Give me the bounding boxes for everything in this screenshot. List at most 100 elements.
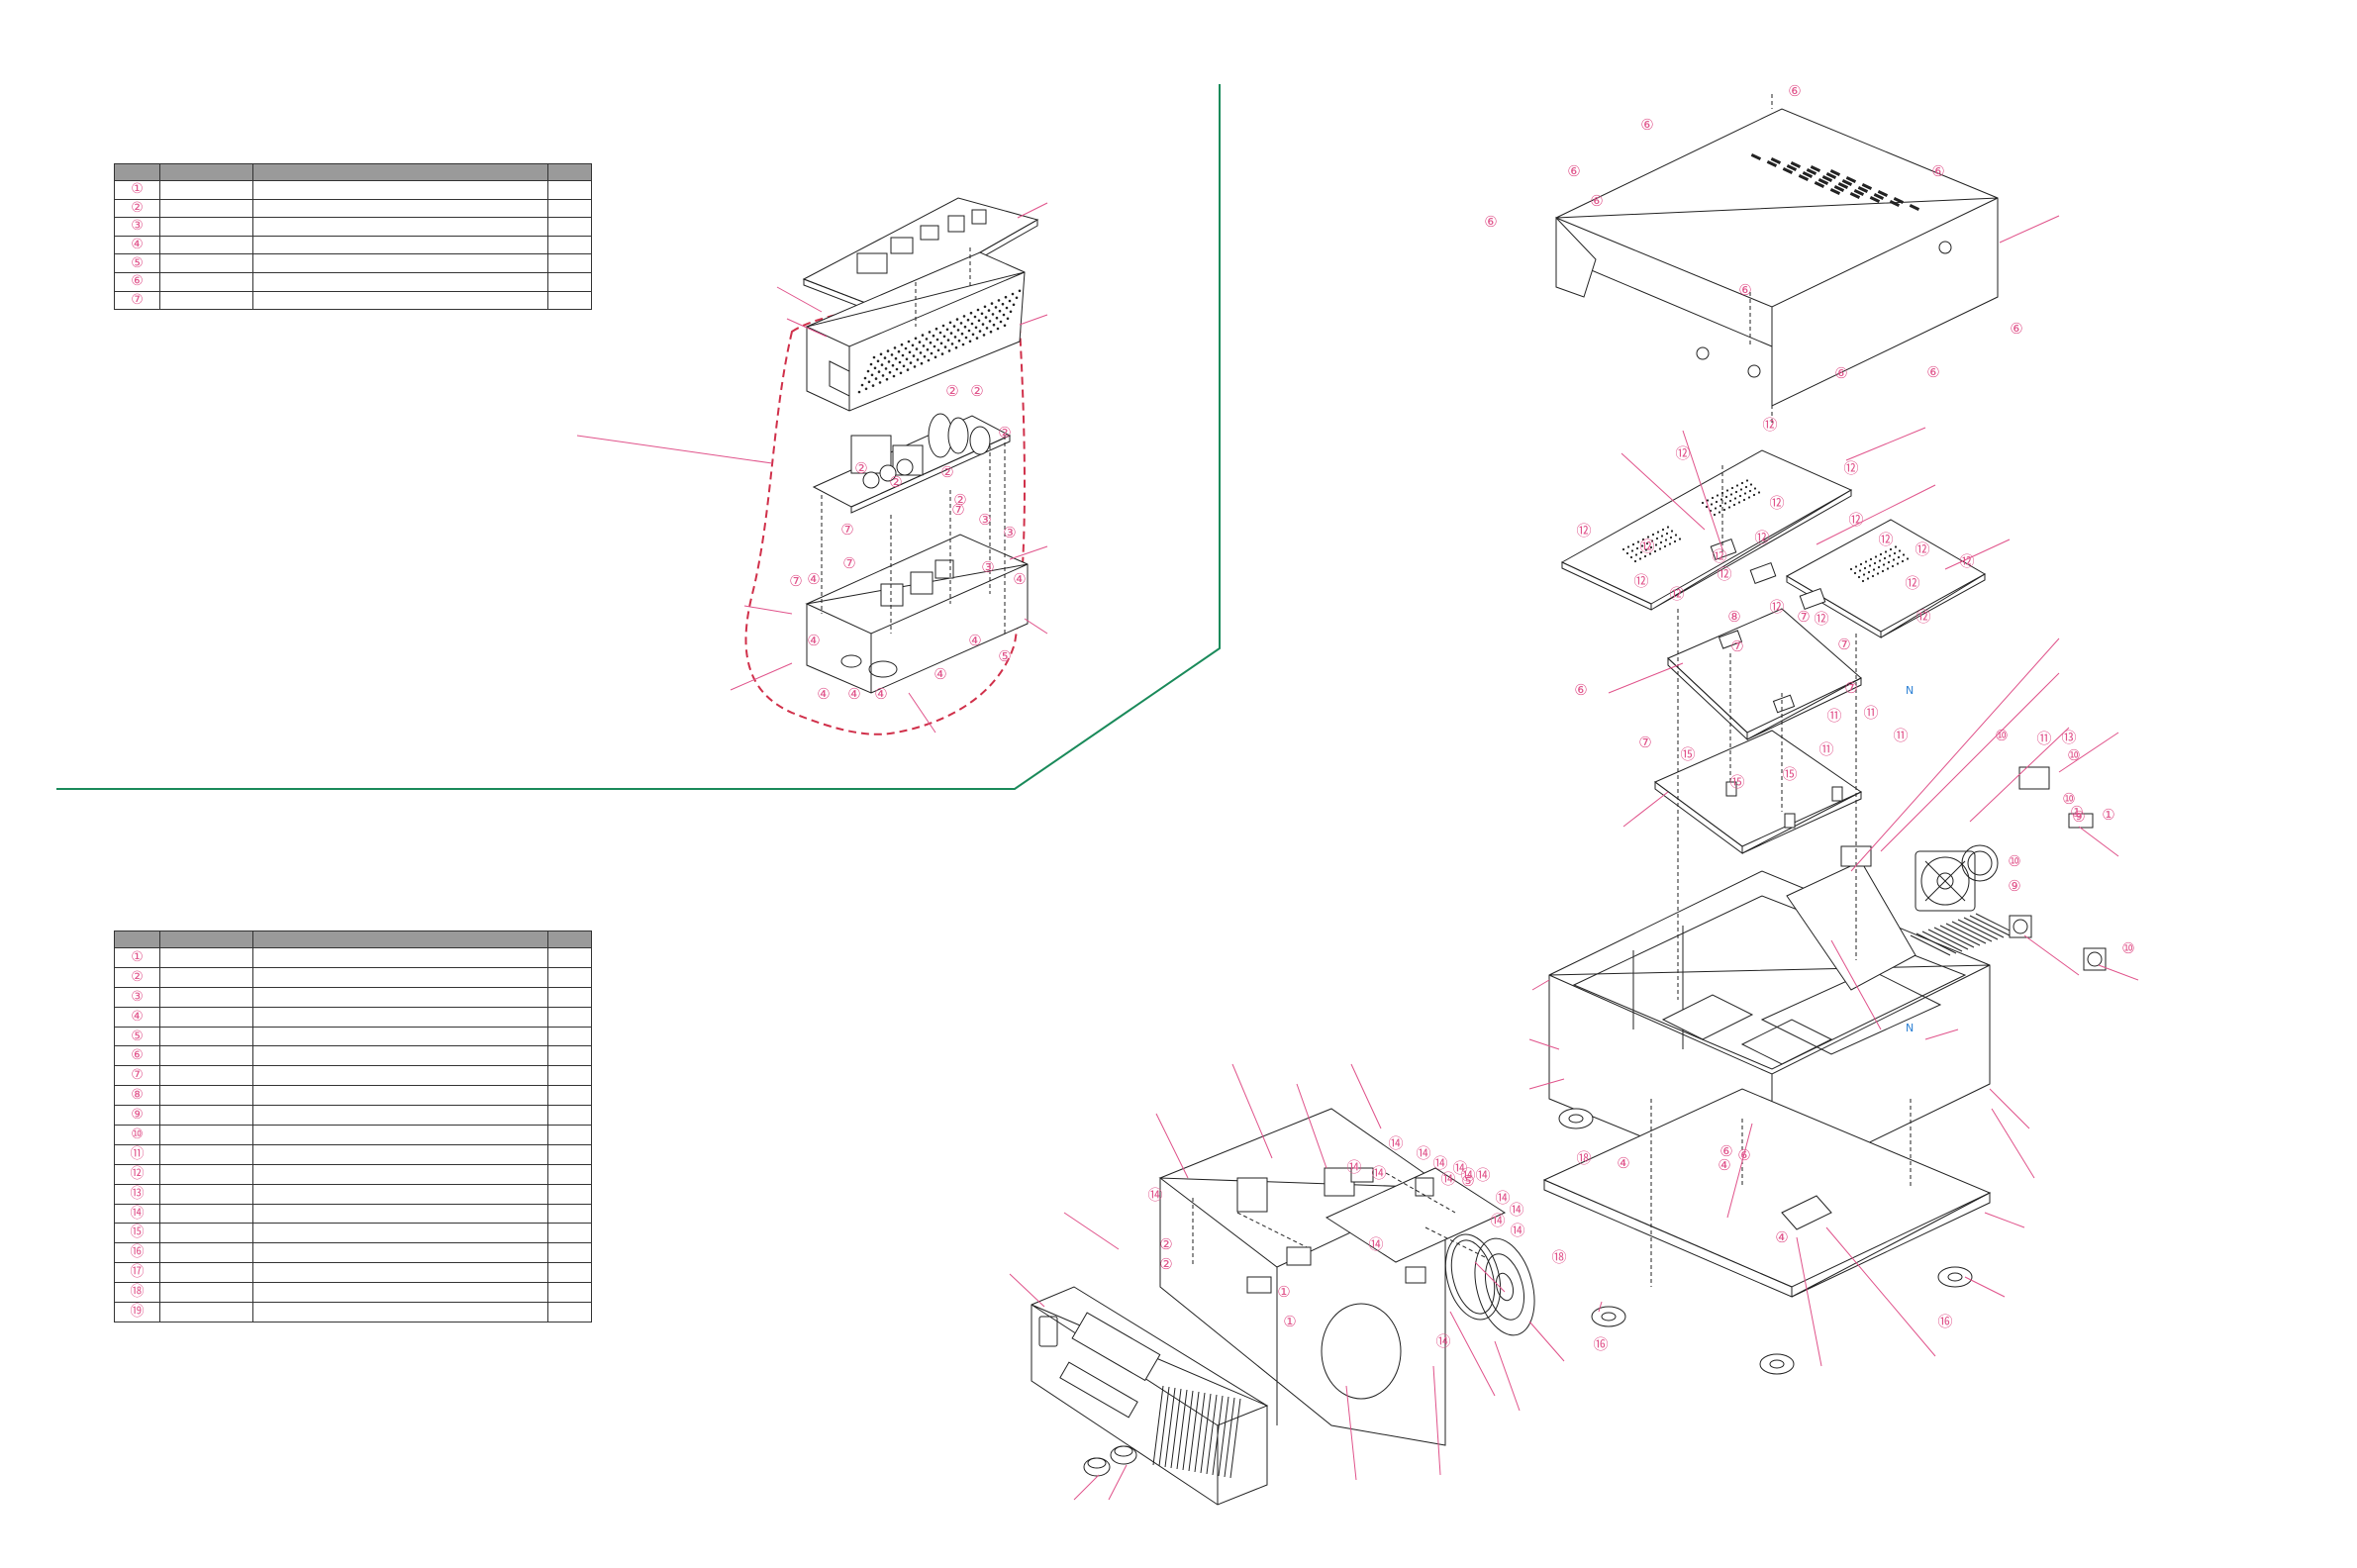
header-cell <box>252 163 548 181</box>
front-button <box>1038 1316 1058 1347</box>
callout-number: ⑥ <box>1926 363 1939 381</box>
callout-number: ⑫ <box>1639 538 1654 555</box>
control-knob <box>1110 1445 1137 1465</box>
callout-number: ③ <box>981 558 994 576</box>
callout-number: ⑭ <box>1490 1212 1505 1229</box>
callout-number: ⑬ <box>2061 729 2076 746</box>
rubber-foot <box>1759 1353 1795 1375</box>
callout-number: ② <box>889 473 902 491</box>
callout-number: ⑥ <box>1484 213 1497 231</box>
callout-number: ⑥ <box>1738 281 1751 299</box>
rubber-foot <box>1591 1306 1626 1327</box>
callout-number: ⑭ <box>1460 1166 1475 1184</box>
callout-number: ⑥ <box>2010 320 2022 338</box>
table-row: ⑥ <box>114 1045 592 1067</box>
header-cell <box>547 931 592 948</box>
callout-number: ⑥ <box>1590 192 1603 210</box>
callout-number: ⑮ <box>1782 765 1797 783</box>
ventilation-holes <box>857 289 1022 394</box>
callout-number: ⑭ <box>1475 1166 1490 1184</box>
ref-number: ⑤ <box>114 1026 160 1047</box>
fan-guard <box>1961 844 1999 882</box>
cover-vent-slots <box>1750 152 1920 211</box>
shield-vent-holes <box>1621 479 1910 583</box>
callout-number: ⑩ <box>2062 790 2075 808</box>
table-row: ④ <box>114 1006 592 1028</box>
callout-number: ⑭ <box>1435 1332 1450 1350</box>
callout-number: ⑪ <box>1826 707 1841 725</box>
callout-number: ⑤ <box>1461 1172 1474 1190</box>
callout-number: ② <box>970 382 983 400</box>
speaker-gasket <box>1444 1233 1502 1321</box>
power-supply-assembly <box>576 197 1048 735</box>
callout-number: ⑦ <box>789 572 802 590</box>
callout-number: ⑭ <box>1346 1158 1361 1176</box>
callout-number: ③ <box>978 511 991 529</box>
callout-number: ⑥ <box>1567 162 1580 180</box>
callout-number: ⑫ <box>1905 574 1919 592</box>
callout-number: ① <box>2102 806 2114 824</box>
rf-connector <box>2009 915 2032 938</box>
callout-number: ⑦ <box>1730 637 1743 655</box>
header-cell <box>547 163 592 181</box>
callout-number: ⑥ <box>1640 116 1653 134</box>
callout-number: ⑫ <box>1769 598 1784 616</box>
table-row: ② <box>114 966 592 988</box>
callout-number: ⑥ <box>1788 82 1801 100</box>
callout-number: ⑫ <box>1754 529 1769 546</box>
callout-number: ⑨ <box>2072 808 2085 826</box>
connector-bracket <box>1786 860 1916 991</box>
leader-line <box>576 435 773 464</box>
callout-number: ⑥ <box>1834 364 1847 382</box>
header-cell <box>159 163 253 181</box>
front-panel-assembly <box>1009 1063 1565 1506</box>
callout-number: ⑫ <box>1915 608 1930 626</box>
callout-number: ⑩ <box>2121 939 2134 957</box>
marker-n: N <box>1906 1022 1914 1034</box>
rubber-foot <box>1937 1266 1973 1288</box>
callout-number: ⑫ <box>1814 610 1828 628</box>
callout-number: ⑫ <box>1915 540 1929 558</box>
table-row: ⑤ <box>114 253 592 273</box>
callout-number: ⑭ <box>1495 1189 1510 1207</box>
callout-number: ⑩ <box>2008 852 2020 870</box>
callout-number: ⑫ <box>1762 416 1777 434</box>
parts-table-top-header <box>114 163 592 181</box>
callout-number: ⑦ <box>1837 636 1850 653</box>
callout-number: ② <box>945 382 958 400</box>
callout-number: ③ <box>1003 524 1016 541</box>
callout-number: ④ <box>933 665 946 683</box>
callout-number: ⑫ <box>1848 511 1863 529</box>
callout-number: ② <box>854 459 867 477</box>
callout-number: ⑮ <box>1680 745 1695 763</box>
callout-number: ⑨ <box>2008 877 2020 895</box>
callout-number: ⑫ <box>1843 459 1858 477</box>
callout-number: ② <box>1159 1235 1172 1253</box>
callout-number: ④ <box>807 570 820 588</box>
callout-number: ⑥ <box>1931 162 1944 180</box>
callout-number: ⑱ <box>1551 1248 1566 1266</box>
callout-number: ④ <box>968 632 981 649</box>
transformer <box>850 435 892 474</box>
table-row: ⑲ <box>114 1302 592 1323</box>
relay <box>856 252 888 274</box>
callout-number: ⑫ <box>1878 531 1893 548</box>
callout-number: ⑫ <box>1717 565 1731 583</box>
speaker-opening <box>1321 1303 1402 1400</box>
callout-number: ② <box>1159 1255 1172 1273</box>
header-cell <box>114 931 160 948</box>
callout-number: ⑩ <box>2067 746 2080 764</box>
callout-number: ⑭ <box>1147 1186 1162 1204</box>
callout-number: ⑪ <box>1863 704 1878 722</box>
callout-number: ④ <box>807 632 820 649</box>
table-row: ⑥ <box>114 271 592 292</box>
ref-number: ⑦ <box>114 290 160 311</box>
table-row: ⑪ <box>114 1143 592 1165</box>
callout-number: ⑫ <box>1633 572 1648 590</box>
rf-connector <box>2083 947 2107 971</box>
parts-table-top: ① ② ③ ④ ⑤ ⑥ ⑦ <box>114 163 592 311</box>
table-row: ⑤ <box>114 1026 592 1047</box>
front-pcb <box>1325 1167 1507 1263</box>
